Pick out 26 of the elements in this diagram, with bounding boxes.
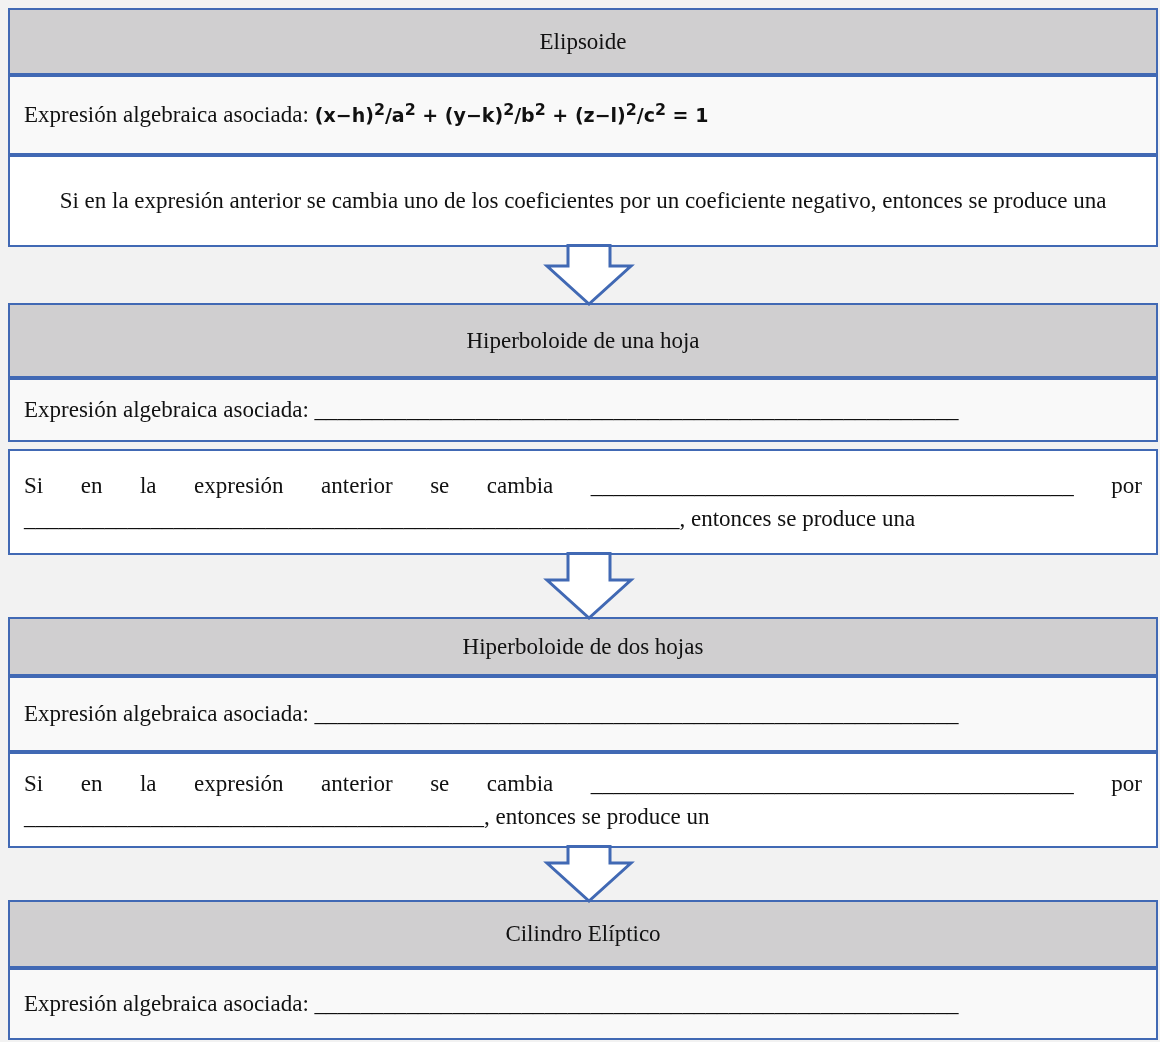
shape-title-bar <box>8 617 1158 676</box>
expression-label: Expresión algebraica asociada: ________________________________________________________ <box>24 396 960 425</box>
block-arrow <box>543 845 635 904</box>
block-arrow <box>543 244 635 307</box>
shape-title-bar <box>8 8 1158 75</box>
instruction-text: Si en la expresión anterior se cambia __________________________________________ por _________________________________________________________, entonces se produce una <box>24 471 1142 533</box>
expression-label: Expresión algebraica asociada: ________________________________________________________ <box>24 990 960 1019</box>
change-instruction-box <box>8 449 1158 555</box>
instruction-text: Si en la expresión anterior se cambia __________________________________________ por ________________________________________, entonces se produce un <box>24 769 1142 831</box>
equation: (x−h)$^{2}$/a$^{2}$ + (y−k)$^{2}$/b$^{2}$ + (z−l)$^{2}$/c$^{2}$ = 1 <box>314 104 709 127</box>
expression-row <box>8 676 1158 752</box>
shape-title: Hiperboloide de una hoja <box>465 326 701 355</box>
block-arrow <box>543 552 635 621</box>
shape-title-bar <box>8 303 1158 378</box>
shape-title-bar <box>8 900 1158 968</box>
instruction-text: Si en la expresión anterior se cambia uno de los coeficientes por un coeficiente negativo, entonces se produce una <box>58 187 1108 216</box>
expression-row <box>8 968 1158 1040</box>
expression-label: Expresión algebraica asociada: ________________________________________________________ <box>24 700 960 729</box>
shape-title: Hiperboloide de dos hojas <box>461 632 705 661</box>
change-instruction-box <box>8 752 1158 848</box>
shape-title: Cilindro Elíptico <box>504 920 662 949</box>
change-instruction-box <box>8 155 1158 247</box>
shape-title: Elipsoide <box>538 27 628 56</box>
expression-row <box>8 75 1158 155</box>
expression-label: Expresión algebraica asociada: <box>24 102 309 128</box>
expression-row <box>8 378 1158 442</box>
